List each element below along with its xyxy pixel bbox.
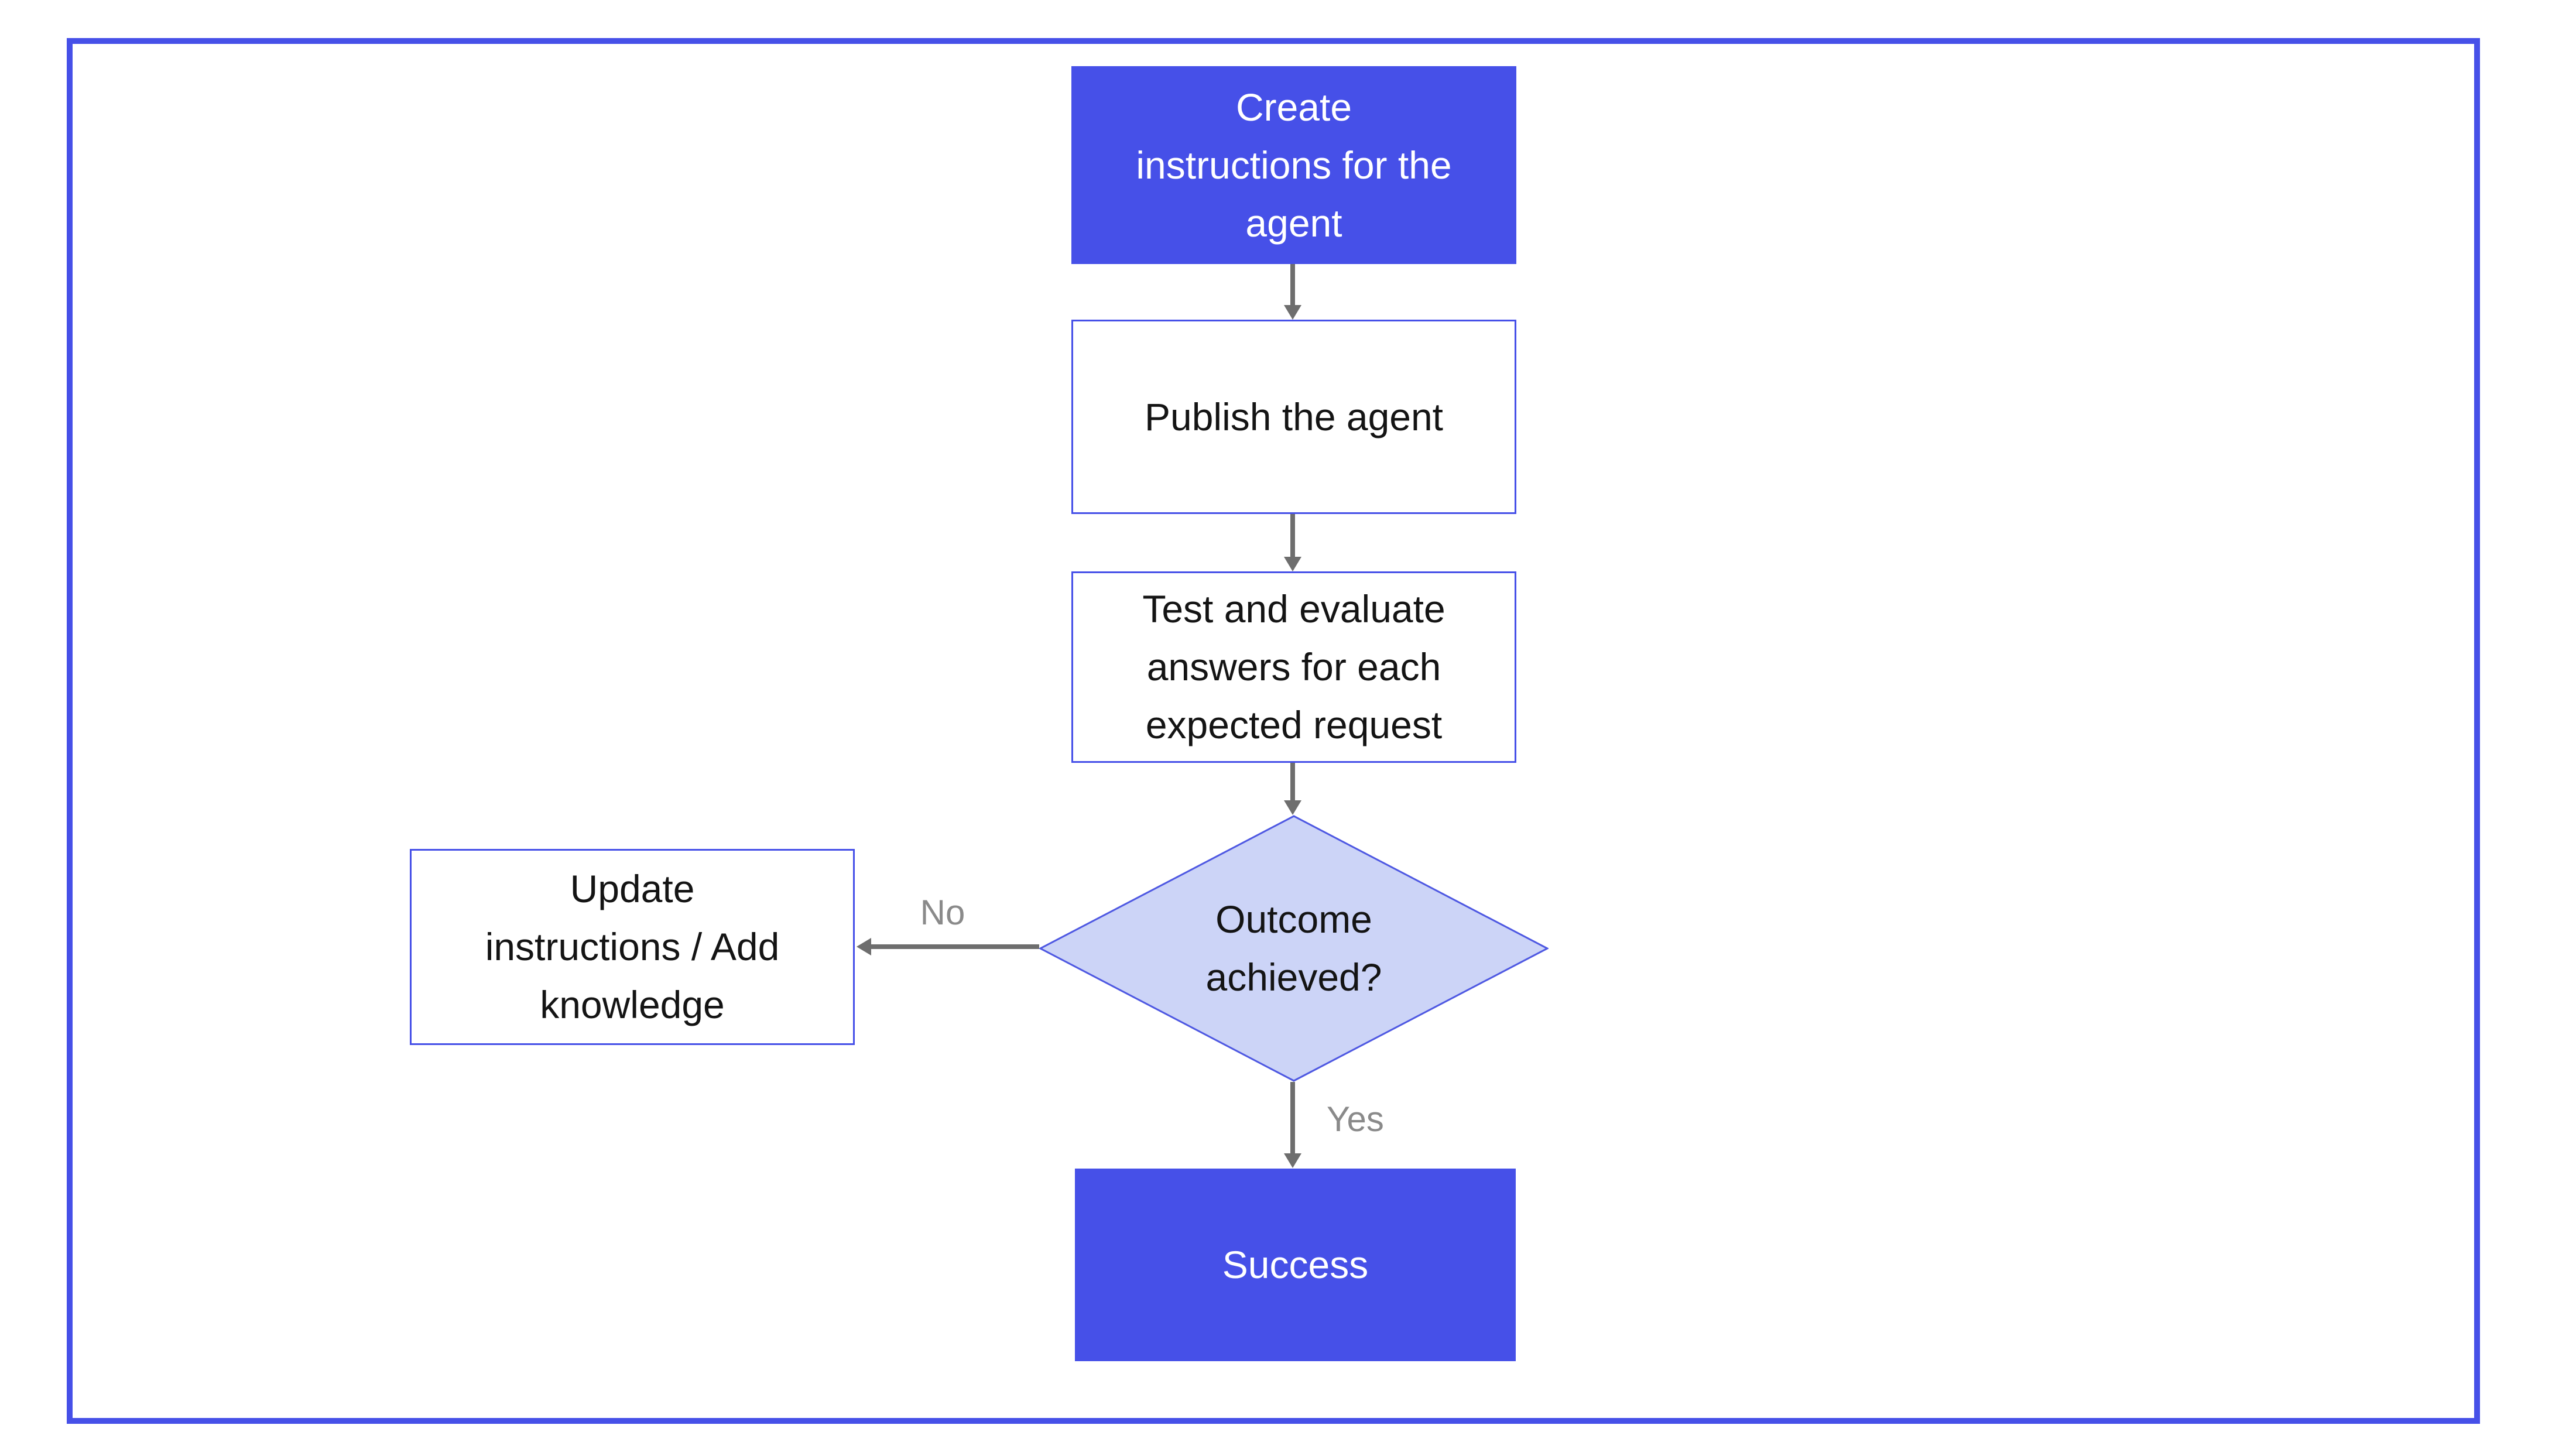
node-success: Success [1075,1169,1516,1361]
node-create-instructions: Create instructions for the agent [1071,66,1516,264]
node-test-evaluate: Test and evaluate answers for each expec… [1071,571,1516,763]
node-test-evaluate-label: Test and evaluate answers for each expec… [1142,587,1445,746]
edge-label-yes: Yes [1327,1099,1384,1139]
arrow-create-to-publish [1284,264,1301,320]
node-publish-agent-label: Publish the agent [1144,395,1444,439]
node-publish-agent: Publish the agent [1071,320,1516,514]
node-success-label: Success [1222,1243,1369,1286]
arrow-down-head-icon [1284,557,1301,571]
edge-label-no: No [920,893,965,932]
arrow-shaft [1290,1082,1295,1153]
arrow-decision-to-update [857,938,1039,955]
arrow-publish-to-test [1284,514,1301,571]
arrow-shaft [1290,264,1295,305]
node-decision-outcome-label: Outcome achieved? [1205,898,1382,999]
arrow-shaft [1290,763,1295,800]
arrow-shaft [1290,514,1295,557]
arrow-shaft [871,944,1039,949]
node-update-instructions: Update instructions / Add knowledge [410,849,855,1045]
node-decision-outcome: Outcome achieved? [1039,815,1549,1082]
arrow-test-to-decision [1284,763,1301,815]
node-update-instructions-label: Update instructions / Add knowledge [485,867,780,1026]
arrow-down-head-icon [1284,305,1301,320]
arrow-decision-to-success [1284,1082,1301,1168]
outer-border-frame [67,38,2480,1424]
decision-diamond-shape [1039,815,1549,1082]
node-create-instructions-label: Create instructions for the agent [1136,85,1452,245]
arrow-left-head-icon [857,938,871,955]
arrow-down-head-icon [1284,800,1301,815]
arrow-down-head-icon [1284,1153,1301,1168]
